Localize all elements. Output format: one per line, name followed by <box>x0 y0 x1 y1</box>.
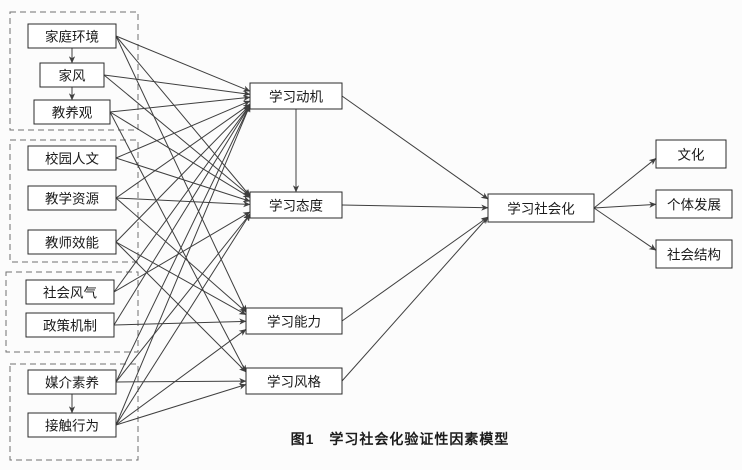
edge-contact_beh-ability <box>115 328 247 426</box>
node-label: 学习能力 <box>267 315 321 330</box>
node-box <box>33 99 111 125</box>
node-resources: 教学资源 <box>27 185 117 211</box>
node-label: 家庭环境 <box>45 29 99 45</box>
node-label: 学习风格 <box>267 375 321 390</box>
edge-attitude-socialization <box>341 204 489 211</box>
node-style: 学习风格 <box>245 367 343 395</box>
node-box <box>487 193 595 223</box>
node-label: 学习动机 <box>269 90 323 105</box>
node-campus: 校园人文 <box>27 145 117 171</box>
node-label: 学习态度 <box>269 199 323 214</box>
node-label: 教养观 <box>52 106 93 121</box>
node-label: 社会风气 <box>43 286 97 301</box>
node-box <box>245 307 343 335</box>
edge-socialization-structure <box>593 207 657 251</box>
edge-ability-socialization <box>341 216 489 322</box>
node-label: 社会结构 <box>667 248 721 263</box>
edge-resources-ability <box>115 197 247 313</box>
edge-contact_beh-attitude <box>115 213 251 426</box>
node-label: 学习社会化 <box>507 202 575 217</box>
edge-media_lit-attitude <box>115 213 251 383</box>
edge-resources-motivation <box>115 103 251 199</box>
node-box <box>27 369 117 395</box>
node-label: 教师效能 <box>45 236 99 251</box>
edge-media_lit-motivation <box>115 104 251 383</box>
node-box <box>245 367 343 395</box>
node-motivation: 学习动机 <box>249 82 343 110</box>
edge-fam_style-attitude <box>103 74 251 197</box>
node-label: 教学资源 <box>45 192 99 207</box>
node-box <box>25 279 115 305</box>
node-label: 家风 <box>59 68 86 84</box>
group-frame-school <box>9 139 139 263</box>
node-label: 媒介素养 <box>45 376 99 391</box>
edge-resources-attitude <box>115 197 251 208</box>
node-culture: 文化 <box>655 139 727 169</box>
edge-fam_style-motivation <box>103 74 251 97</box>
node-ability: 学习能力 <box>245 307 343 335</box>
edge-socialization-development <box>593 201 657 209</box>
edge-contact_beh-style <box>115 383 247 426</box>
group-frame-media <box>9 363 139 461</box>
node-box <box>39 62 105 88</box>
node-box <box>249 82 343 110</box>
node-label: 文化 <box>678 148 705 163</box>
edge-socialization-culture <box>593 157 657 209</box>
node-box <box>249 191 343 219</box>
edge-contact_beh-motivation <box>115 104 251 426</box>
node-box <box>655 189 733 219</box>
node-label: 校园人文 <box>45 151 99 167</box>
figure-caption: 图1 学习社会化验证性因素模型 <box>290 431 510 447</box>
node-label: 政策机制 <box>43 318 97 334</box>
node-parenting: 教养观 <box>33 99 111 125</box>
node-media_lit: 媒介素养 <box>27 369 117 395</box>
edges-layer <box>68 35 657 426</box>
node-social: 社会风气 <box>25 279 115 305</box>
edge-teacher-style <box>115 241 247 373</box>
edge-social-attitude <box>113 211 251 293</box>
node-box <box>27 412 117 438</box>
node-development: 个体发展 <box>655 189 733 219</box>
group-frame-society <box>5 271 139 353</box>
edge-policy-ability <box>113 318 247 326</box>
edge-style-socialization <box>341 216 489 382</box>
node-teacher: 教师效能 <box>27 229 117 255</box>
node-box <box>27 23 117 49</box>
group-frames-layer <box>5 11 139 461</box>
node-label: 接触行为 <box>45 418 99 434</box>
edge-parenting-motivation <box>109 94 251 113</box>
edge-teacher-motivation <box>115 104 251 243</box>
node-label: 个体发展 <box>667 198 721 213</box>
node-attitude: 学习态度 <box>249 191 343 219</box>
node-fam_env: 家庭环境 <box>27 23 117 49</box>
edge-parenting-style <box>109 111 247 373</box>
edge-fam_env-motivation <box>115 35 251 92</box>
group-frame-family <box>9 11 139 131</box>
node-box <box>27 145 117 171</box>
edge-campus-attitude <box>115 157 251 203</box>
node-contact_beh: 接触行为 <box>27 412 117 438</box>
node-box <box>25 312 115 338</box>
node-socialization: 学习社会化 <box>487 193 595 223</box>
edge-parenting-attitude <box>109 111 251 198</box>
node-box <box>27 185 117 211</box>
edge-social-motivation <box>113 104 251 293</box>
edge-policy-motivation <box>113 104 251 326</box>
node-box <box>655 239 733 269</box>
edge-campus-motivation <box>115 100 251 159</box>
edge-fam_env-attitude <box>115 35 251 197</box>
node-policy: 政策机制 <box>25 312 115 338</box>
node-box <box>655 139 727 169</box>
edge-media_lit-style <box>115 377 247 385</box>
node-structure: 社会结构 <box>655 239 733 269</box>
node-box <box>27 229 117 255</box>
edge-fam_env-ability <box>115 35 247 313</box>
edge-teacher-ability <box>115 241 247 316</box>
edge-motivation-socialization <box>341 95 489 200</box>
node-fam_style: 家风 <box>39 62 105 88</box>
